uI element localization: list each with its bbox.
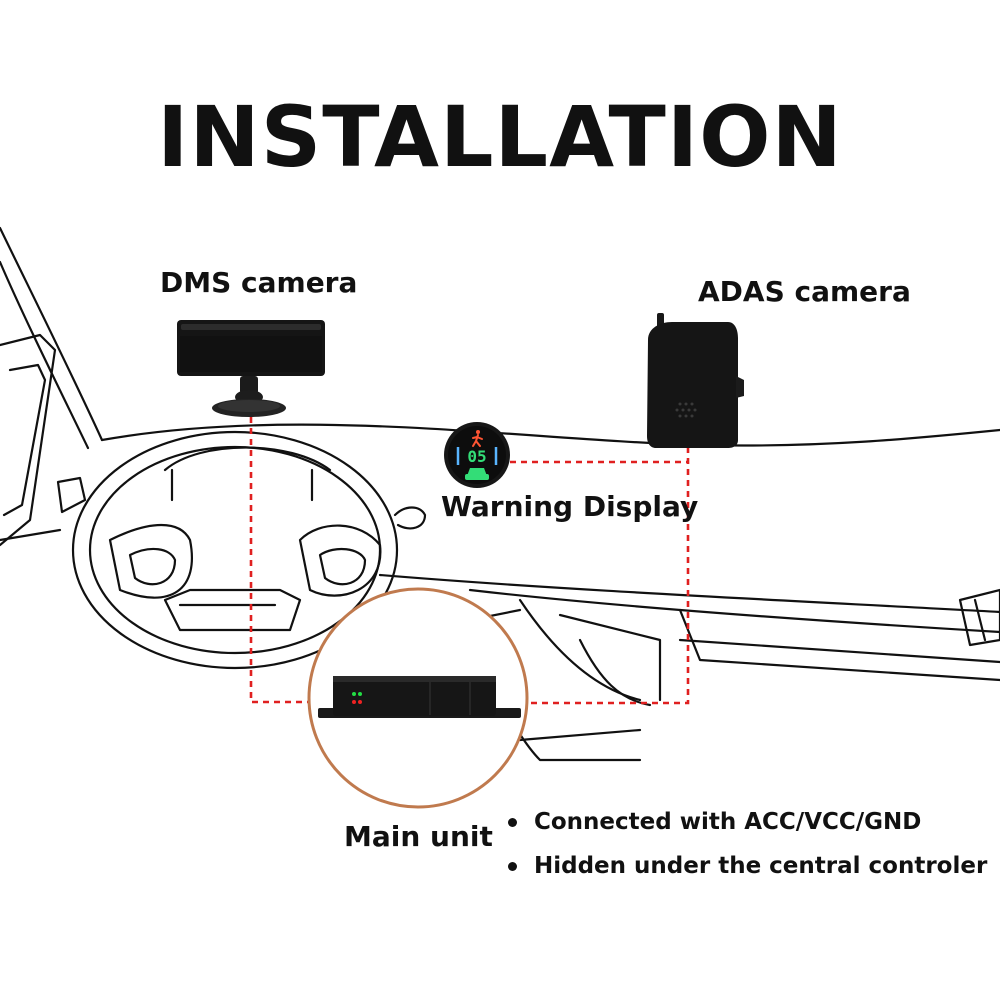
main-unit-device	[318, 676, 521, 718]
warning-display-value: 05	[467, 447, 486, 466]
dashboard-outline	[0, 226, 1000, 762]
note-item: Connected with ACC/VCC/GND	[508, 806, 987, 850]
adas-camera-label: ADAS camera	[698, 275, 911, 308]
note-text: Hidden under the central controler	[534, 853, 988, 879]
bullet-icon	[508, 818, 517, 827]
adas-camera-device	[647, 313, 744, 448]
bullet-icon	[508, 862, 517, 871]
main-unit-notes: Connected with ACC/VCC/GND Hidden under …	[508, 806, 987, 894]
lane-bars	[456, 447, 498, 465]
wiring-harness	[249, 417, 690, 705]
main-unit-label: Main unit	[344, 820, 493, 853]
adas-speaker-grille	[675, 402, 697, 418]
dms-camera-label: DMS camera	[160, 266, 358, 299]
note-text: Connected with ACC/VCC/GND	[534, 809, 922, 835]
dms-camera-device	[177, 320, 325, 417]
pedestrian-icon	[472, 430, 483, 447]
main-unit-inset	[307, 587, 529, 809]
vehicle-icon	[465, 468, 489, 480]
warning-display-device: 05	[444, 422, 510, 488]
note-item: Hidden under the central controler	[508, 850, 987, 894]
page-title: INSTALLATION	[157, 88, 843, 186]
main-unit-led-green	[352, 692, 356, 696]
adas-wire	[525, 447, 690, 705]
main-unit-led-red	[352, 700, 356, 704]
warning-display-label: Warning Display	[441, 490, 699, 523]
